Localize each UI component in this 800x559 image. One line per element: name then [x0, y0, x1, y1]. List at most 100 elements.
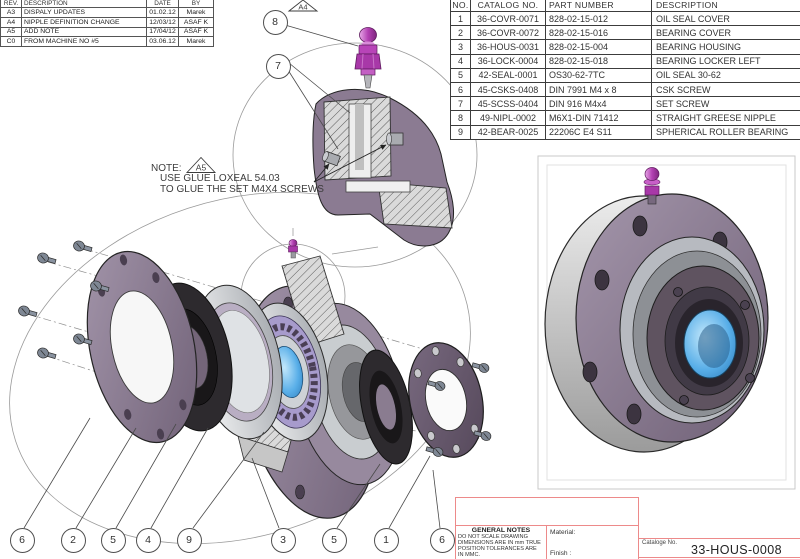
general-notes-cell: GENERAL NOTES DO NOT SCALE DRAWING DIMEN… [456, 526, 547, 559]
balloon-item-1: 1 [373, 527, 399, 553]
table-cell: CSK SCREW [652, 83, 800, 98]
general-notes-line: DO NOT SCALE DRAWING [458, 534, 528, 540]
svg-text:A5: A5 [195, 163, 206, 173]
table-cell: 17/04/12 [147, 27, 179, 38]
svg-text:A4: A4 [298, 3, 307, 12]
table-cell: Marek [179, 8, 214, 18]
table-cell: FROM MACHINE NO #5 [22, 37, 147, 48]
table-header-cell: PART NUMBER [546, 0, 652, 12]
drawing-note: NOTE: A5 USE GLUE LOXEAL 54.03 TO GLUE T… [151, 156, 324, 195]
csk-screws-left [18, 240, 110, 359]
table-cell: DIN 7991 M4 x 8 [546, 82, 652, 98]
finish-label: Finish : [550, 550, 572, 557]
table-cell: 45-CSKS-0408 [471, 82, 546, 98]
table-cell: A5 [1, 27, 22, 38]
table-header-cell: NO. [451, 0, 471, 12]
table-cell: SET SCREW [652, 97, 800, 112]
table-header-cell: DATE [147, 0, 179, 8]
table-cell: C0 [1, 37, 22, 48]
table-cell: 01.02.12 [147, 8, 179, 18]
table-cell: ASAF K [179, 17, 214, 28]
table-cell: 9 [451, 125, 471, 140]
table-cell: 7 [451, 97, 471, 112]
section-detail-view [312, 27, 455, 247]
revision-flag-a5: A5 [185, 156, 216, 173]
table-cell: ASAF K [179, 27, 214, 38]
title-block-notes: GENERAL NOTES DO NOT SCALE DRAWING DIMEN… [455, 497, 639, 559]
table-cell: 6 [451, 82, 471, 98]
balloon-item-4: 4 [135, 527, 161, 553]
table-cell: 12/03/12 [147, 17, 179, 28]
table-cell: BEARING COVER [652, 26, 800, 41]
detail-view-boundaries [9, 42, 478, 545]
csk-screws-right [425, 362, 492, 457]
table-cell: 36-COVR-0072 [471, 26, 546, 41]
table-cell: 03.06.12 [147, 37, 179, 48]
table-header-cell: CATALOG NO. [471, 0, 546, 12]
balloon-item-8: 8 [262, 9, 288, 35]
table-cell: 828-02-15-012 [546, 12, 652, 27]
balloon-item-6: 6 [9, 527, 35, 553]
note-line-2: TO GLUE THE SET M4X4 SCREWS [160, 183, 324, 195]
table-cell: 36-COVR-0071 [471, 12, 546, 27]
table-cell: 42-SEAL-0001 [471, 68, 546, 83]
exploded-oil-seal-2 [359, 349, 413, 465]
table-cell: DIN 916 M4x4 [546, 97, 652, 112]
table-cell: STRAIGHT GREESE NIPPLE [652, 111, 800, 126]
table-cell: A3 [1, 8, 22, 18]
note-arrows [313, 144, 387, 183]
grease-nipple-iso [643, 167, 661, 205]
table-cell: 2 [451, 26, 471, 41]
table-cell: 5 [451, 68, 471, 83]
balloon-item-3: 3 [270, 527, 296, 553]
table-cell: A4 [1, 17, 22, 28]
table-cell: DISPALY UPDATES [22, 8, 147, 18]
table-cell: SPHERICAL ROLLER BEARING [652, 126, 800, 140]
balloon-item-2: 2 [60, 527, 86, 553]
table-cell: 4 [451, 54, 471, 69]
balloon-item-5: 5 [321, 527, 347, 553]
table-cell: 828-02-15-018 [546, 54, 652, 69]
table-cell: Marek [179, 37, 214, 48]
table-cell: 828-02-15-016 [546, 26, 652, 41]
table-cell: 1 [451, 12, 471, 27]
title-block-catalog: Cataloge No. 33-HOUS-0008 [638, 538, 800, 559]
table-cell: BEARING LOCKER LEFT [652, 55, 800, 69]
table-header-cell: BY [179, 0, 214, 8]
note-line-1: USE GLUE LOXEAL 54.03 [160, 173, 280, 184]
revision-flag-a4: A4 [287, 0, 319, 12]
table-cell: 22206C E4 S11 [546, 125, 652, 140]
exploded-bearing-cover [86, 250, 198, 444]
exploded-oil-seal-cover [408, 342, 484, 458]
general-notes-title: GENERAL NOTES [471, 527, 531, 534]
table-cell: BEARING HOUSING [652, 40, 800, 55]
table-cell: 42-BEAR-0025 [471, 125, 546, 140]
balloon-item-7: 7 [265, 53, 291, 79]
balloon-leader-lines [23, 24, 441, 529]
table-cell: OIL SEAL 30-62 [652, 69, 800, 83]
table-cell: NIPPLE DEFINITION CHANGE [22, 17, 147, 28]
table-cell: 36-LOCK-0004 [471, 54, 546, 69]
balloon-item-6: 6 [429, 527, 455, 553]
table-cell: 45-SCSS-0404 [471, 97, 546, 112]
table-header-cell: REV. [1, 0, 22, 8]
table-cell: OIL SEAL COVER [652, 12, 800, 27]
table-cell: ADD NOTE [22, 27, 147, 38]
note-label: NOTE: [151, 162, 182, 174]
catalog-no-label: Cataloge No. [642, 540, 678, 546]
table-header-cell: DESCRIPTION [22, 0, 147, 8]
exploded-grease-nipple-small [288, 239, 298, 259]
table-cell: OS30-62-7TC [546, 68, 652, 83]
table-header-cell: DESCRIPTION [652, 0, 800, 12]
table-cell: 49-NIPL-0002 [471, 111, 546, 126]
balloon-item-9: 9 [176, 527, 202, 553]
table-cell: 8 [451, 111, 471, 126]
table-cell: 3 [451, 40, 471, 55]
table-cell: 828-02-15-004 [546, 40, 652, 55]
isometric-view [537, 155, 796, 490]
